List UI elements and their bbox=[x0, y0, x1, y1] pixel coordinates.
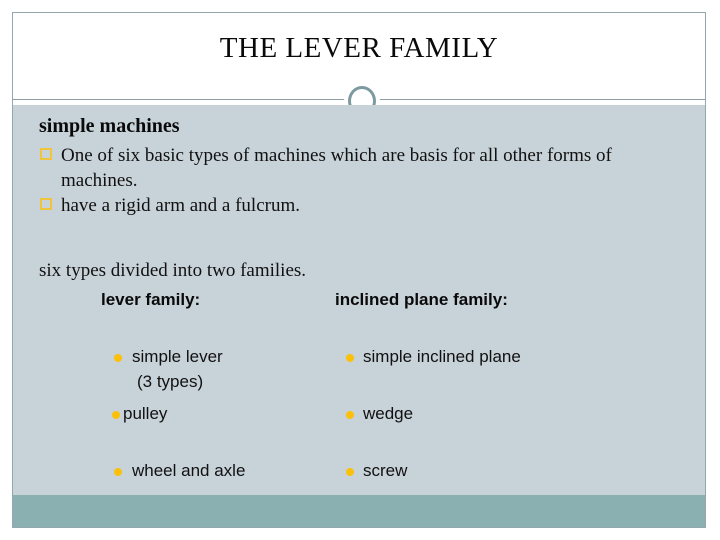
lever-family-header: lever family: bbox=[101, 290, 201, 309]
list-item-sublabel: (3 types) bbox=[137, 372, 204, 391]
list-item-label: simple inclined plane bbox=[363, 347, 521, 366]
square-bullet-icon bbox=[40, 198, 52, 210]
round-bullet-icon bbox=[114, 354, 122, 362]
families-intro-text: six types divided into two families. bbox=[39, 260, 307, 281]
list-item: wheel and axle bbox=[101, 461, 331, 518]
list-item-label: screw bbox=[363, 461, 408, 480]
page-title: THE LEVER FAMILY bbox=[219, 32, 499, 64]
list-item: One of six basic types of machines which… bbox=[39, 143, 679, 193]
list-item-label: have a rigid arm and a fulcrum. bbox=[61, 195, 300, 216]
footer-band bbox=[13, 495, 705, 527]
round-bullet-icon bbox=[346, 354, 354, 362]
list-item: have a rigid arm and a fulcrum. bbox=[39, 193, 679, 218]
list-item-label: simple lever bbox=[132, 347, 223, 366]
list-item-label: wheel and axle bbox=[132, 461, 246, 480]
square-bullet-list: One of six basic types of machines which… bbox=[39, 143, 679, 218]
section-heading: simple machines bbox=[39, 115, 180, 137]
list-item-label: One of six basic types of machines which… bbox=[61, 145, 612, 191]
inclined-plane-family-list: simple inclined plane wedge screw bbox=[333, 347, 633, 518]
list-item: wedge bbox=[333, 404, 633, 461]
list-item-label: wedge bbox=[363, 404, 414, 423]
body-zone: simple machines One of six basic types o… bbox=[13, 105, 705, 495]
list-item-label: pulley bbox=[123, 404, 168, 423]
list-item: simple inclined plane bbox=[333, 347, 633, 404]
round-bullet-icon bbox=[114, 468, 122, 476]
square-bullet-icon bbox=[40, 148, 52, 160]
slide: THE LEVER FAMILY simple machines One of … bbox=[12, 12, 706, 528]
inclined-plane-family-header: inclined plane family: bbox=[335, 290, 508, 309]
round-bullet-icon bbox=[346, 468, 354, 476]
list-item: pulley bbox=[101, 404, 331, 461]
round-bullet-icon bbox=[112, 411, 120, 419]
list-item: screw bbox=[333, 461, 633, 518]
lever-family-list: simple lever (3 types) pulley wheel and … bbox=[101, 347, 331, 518]
round-bullet-icon bbox=[346, 411, 354, 419]
list-item: simple lever (3 types) bbox=[101, 347, 331, 404]
